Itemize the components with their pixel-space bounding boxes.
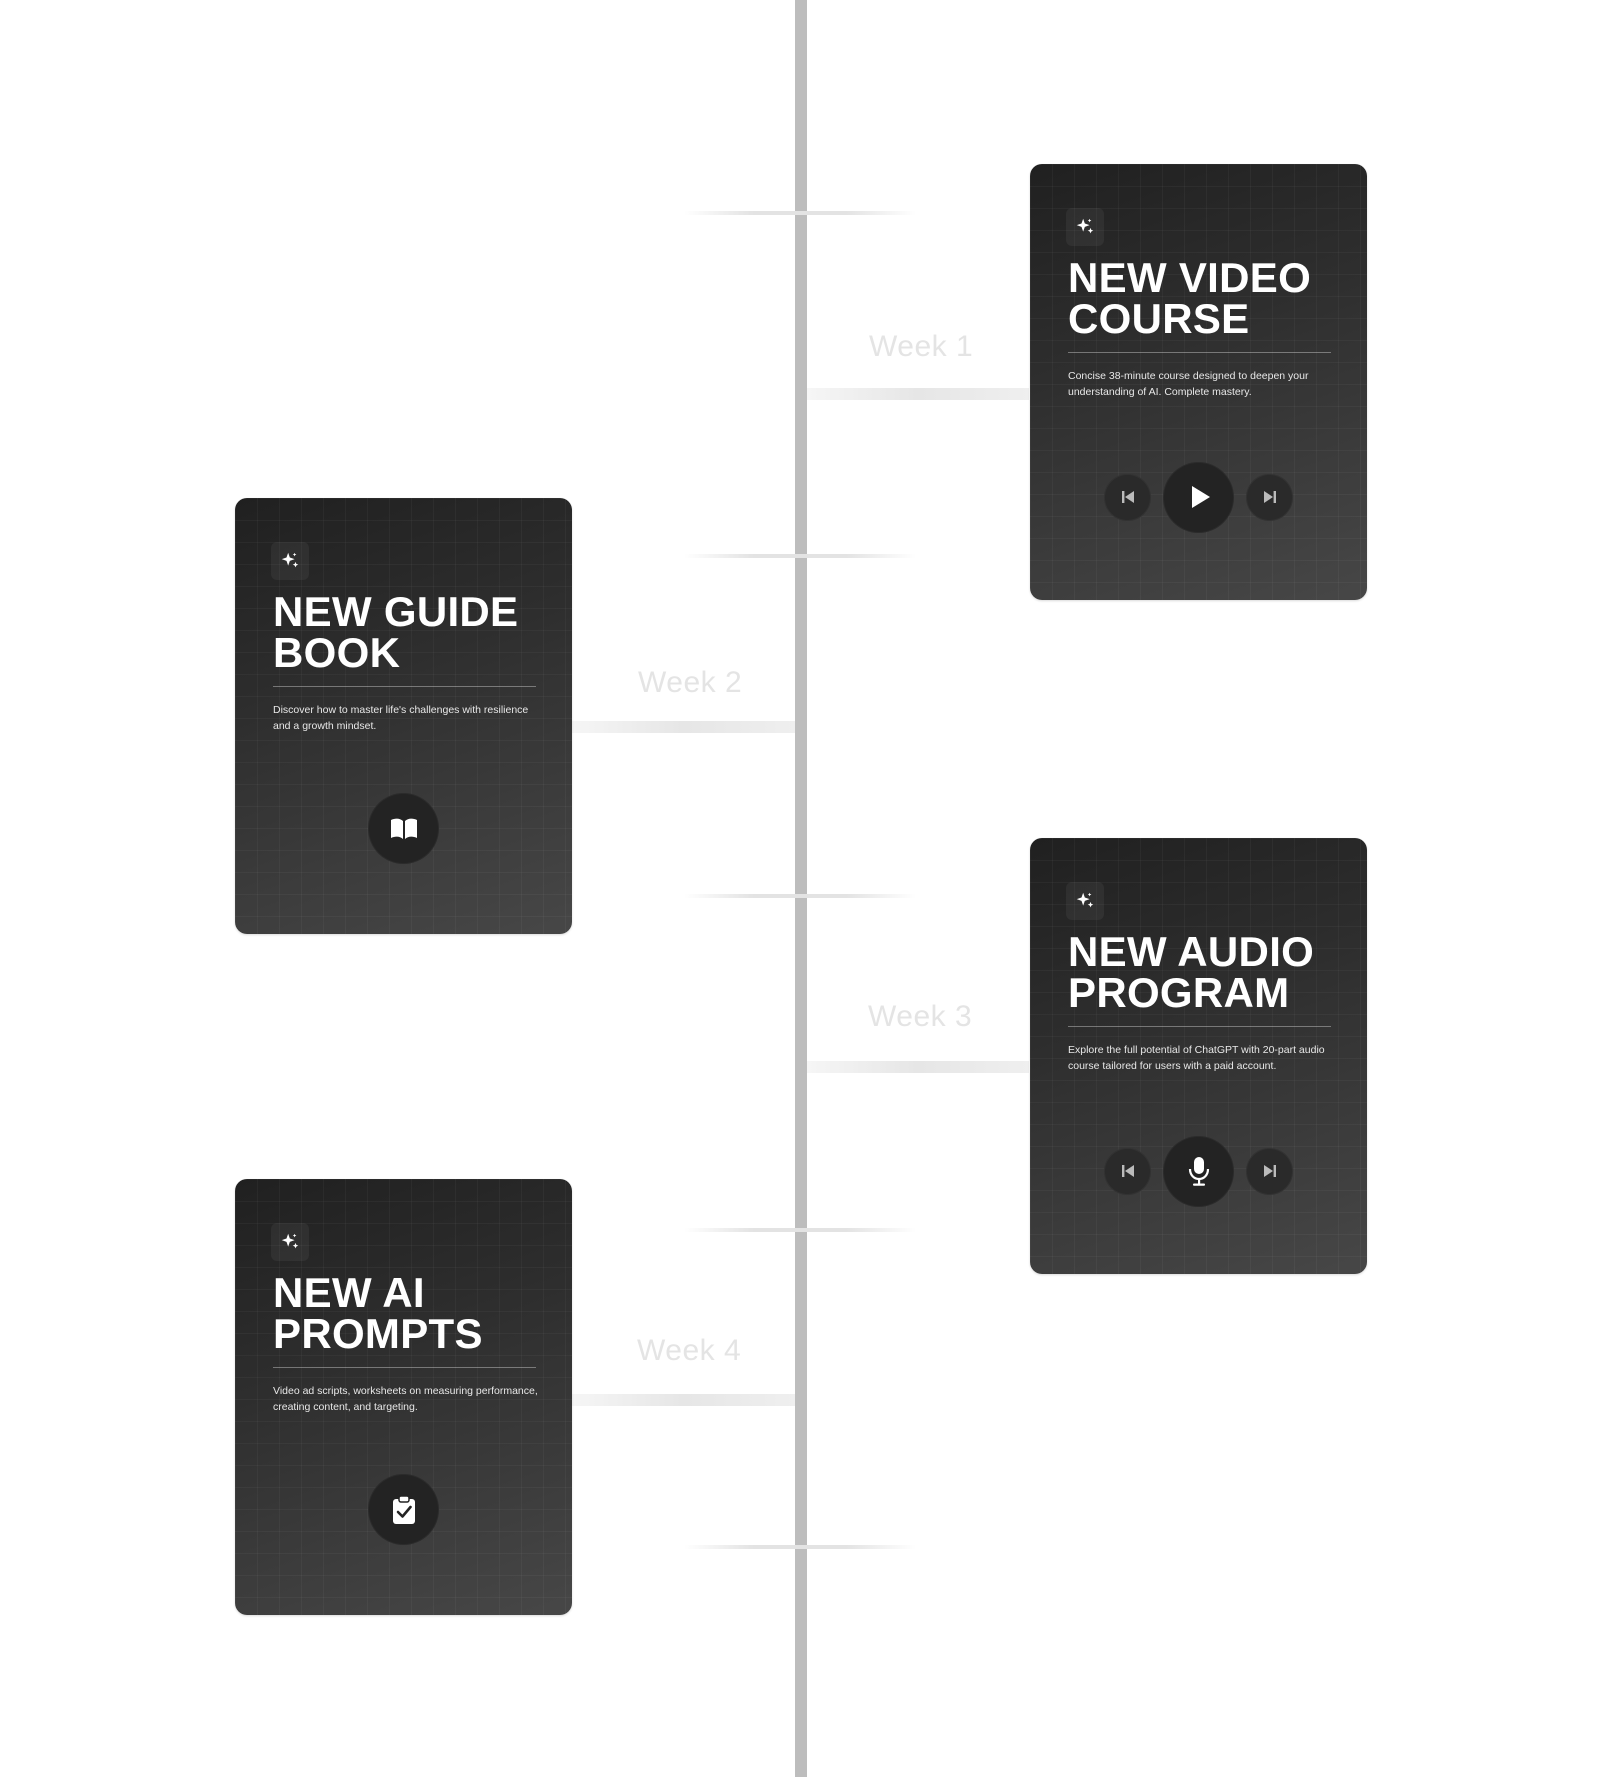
card-title: NEW AUDIO PROGRAM [1068, 928, 1353, 1016]
audio-program-card[interactable]: NEW AUDIO PROGRAM Explore the full poten… [1030, 838, 1367, 1274]
next-icon [1263, 491, 1276, 503]
card-title-line-1: NEW AUDIO [1068, 928, 1315, 975]
video-course-card[interactable]: NEW VIDEO COURSE Concise 38-minute cours… [1030, 164, 1367, 600]
card-title-line-2: BOOK [273, 629, 401, 676]
book-icon [390, 818, 417, 839]
play-button[interactable] [1163, 461, 1234, 533]
sparkle-icon [271, 542, 309, 580]
previous-button[interactable] [1104, 473, 1151, 521]
previous-icon [1121, 1165, 1134, 1177]
sparkle-icon [1066, 208, 1104, 246]
card-description: Explore the full potential of ChatGPT wi… [1068, 1044, 1325, 1072]
card-title: NEW VIDEO COURSE [1068, 254, 1353, 342]
card-description: Video ad scripts, worksheets on measurin… [273, 1385, 538, 1413]
sparkle-icon [271, 1223, 309, 1261]
card-divider [273, 1367, 536, 1368]
week-1-connector [807, 388, 1029, 400]
card-divider [273, 686, 536, 687]
week-1-label: Week 1 [869, 330, 974, 363]
week-2-label: Week 2 [638, 666, 743, 699]
card-divider [1068, 352, 1331, 353]
timeline-tick [684, 1228, 916, 1232]
card-title-line-1: NEW VIDEO [1068, 254, 1312, 301]
week-4-connector [571, 1394, 795, 1406]
play-icon [1191, 486, 1210, 508]
open-book-button[interactable] [368, 793, 439, 864]
record-button[interactable] [1163, 1135, 1234, 1207]
clipboard-check-icon [392, 1494, 415, 1524]
week-4-label: Week 4 [637, 1334, 742, 1367]
video-player-controls [1030, 459, 1367, 535]
microphone-icon [1188, 1157, 1209, 1186]
next-icon [1263, 1165, 1276, 1177]
next-button[interactable] [1246, 473, 1293, 521]
card-description: Discover how to master life's challenges… [273, 704, 529, 732]
audio-player-controls [1030, 1133, 1367, 1209]
guide-controls [235, 793, 572, 864]
card-divider [1068, 1026, 1331, 1027]
card-title-line-1: NEW AI [273, 1269, 425, 1316]
week-2-connector [571, 721, 795, 733]
timeline-tick [684, 894, 916, 898]
previous-button[interactable] [1104, 1147, 1151, 1195]
ai-prompts-card[interactable]: NEW AI PROMPTS Video ad scripts, workshe… [235, 1179, 572, 1615]
card-title: NEW GUIDE BOOK [273, 588, 558, 676]
timeline-tick [684, 211, 916, 215]
timeline-spine [795, 0, 807, 1777]
open-prompts-button[interactable] [368, 1474, 439, 1545]
timeline-tick [684, 554, 916, 558]
sparkle-icon [1066, 882, 1104, 920]
card-title-line-2: PROMPTS [273, 1310, 483, 1357]
timeline-tick [684, 1545, 916, 1549]
next-button[interactable] [1246, 1147, 1293, 1195]
card-description: Concise 38-minute course designed to dee… [1068, 370, 1309, 398]
guide-book-card[interactable]: NEW GUIDE BOOK Discover how to master li… [235, 498, 572, 934]
card-title-line-1: NEW GUIDE [273, 588, 519, 635]
card-title-line-2: COURSE [1068, 295, 1250, 342]
previous-icon [1121, 491, 1134, 503]
week-3-label: Week 3 [868, 1000, 973, 1033]
card-title: NEW AI PROMPTS [273, 1269, 558, 1357]
week-3-connector [807, 1061, 1029, 1073]
card-title-line-2: PROGRAM [1068, 969, 1290, 1016]
prompts-controls [235, 1474, 572, 1545]
